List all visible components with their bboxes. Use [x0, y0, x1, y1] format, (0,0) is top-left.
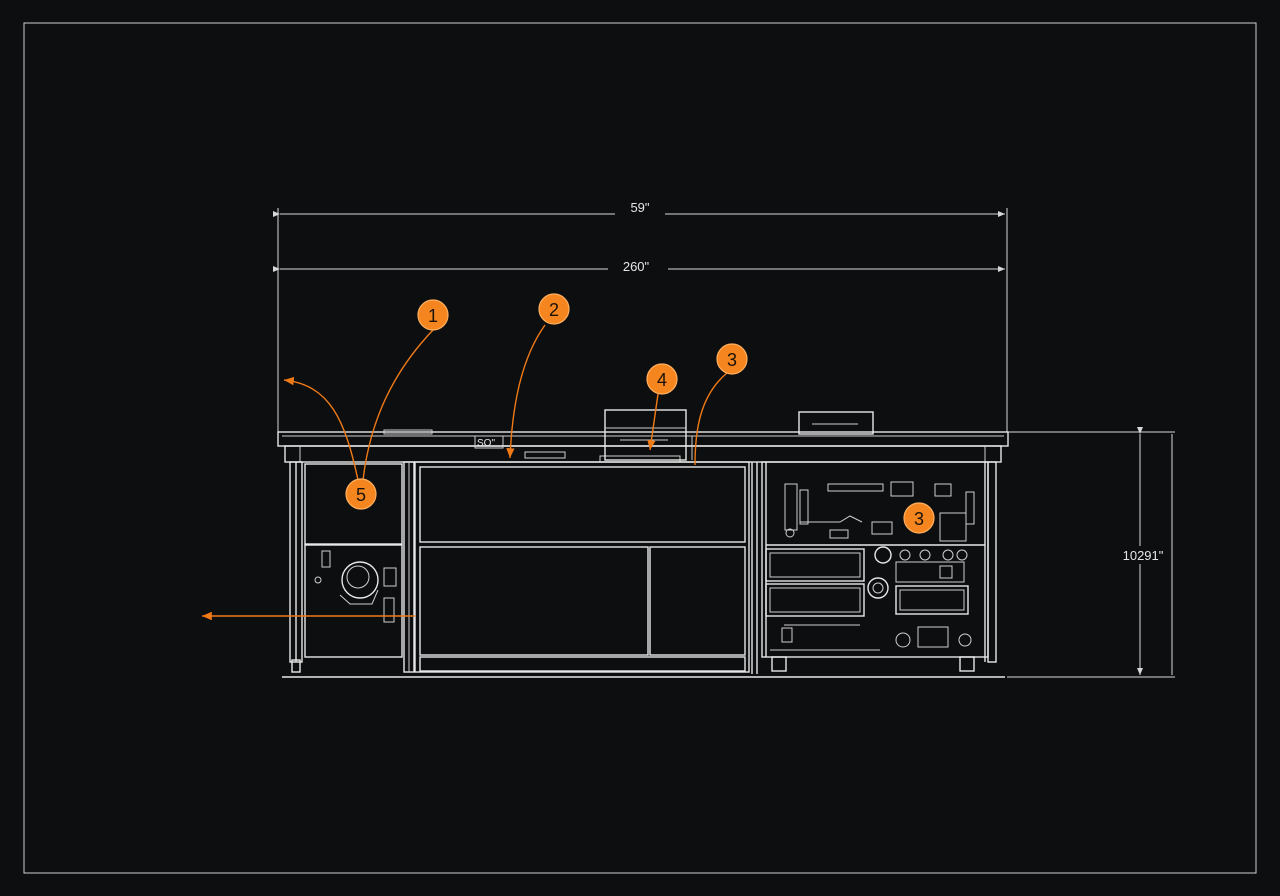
callout-2-number: 2	[549, 300, 559, 320]
callout-3-top: 3	[716, 343, 748, 375]
inner-width-label: 260"	[623, 259, 650, 274]
left-cabinet	[289, 461, 415, 673]
drawing-frame	[23, 22, 1257, 874]
callout-5: 5	[345, 478, 377, 510]
height-label: 10291"	[1123, 548, 1164, 563]
callout-3b-number: 3	[914, 509, 924, 529]
callout-3-number: 3	[727, 350, 737, 370]
callout-5-number: 5	[356, 485, 366, 505]
register-box-right	[798, 411, 874, 435]
callout-1: 1	[417, 299, 449, 331]
countertop: SO"	[277, 429, 1009, 463]
dimension-inner-width: 260"	[273, 259, 1005, 277]
overall-width-label: 59"	[630, 200, 649, 215]
dimension-overall-width: 59"	[273, 200, 1008, 432]
center-cabinet	[414, 461, 758, 674]
dimension-height: 10291"	[1007, 427, 1175, 678]
register-box-left	[604, 409, 693, 461]
callout-4-number: 4	[657, 370, 667, 390]
right-cabinet	[761, 461, 997, 672]
callout-4: 4	[646, 363, 678, 395]
callout-1-number: 1	[428, 306, 438, 326]
callout-2: 2	[538, 293, 570, 325]
callout-3-equipment: 3	[903, 502, 935, 534]
counter-label: SO"	[477, 438, 495, 449]
leader-lines	[202, 324, 729, 621]
